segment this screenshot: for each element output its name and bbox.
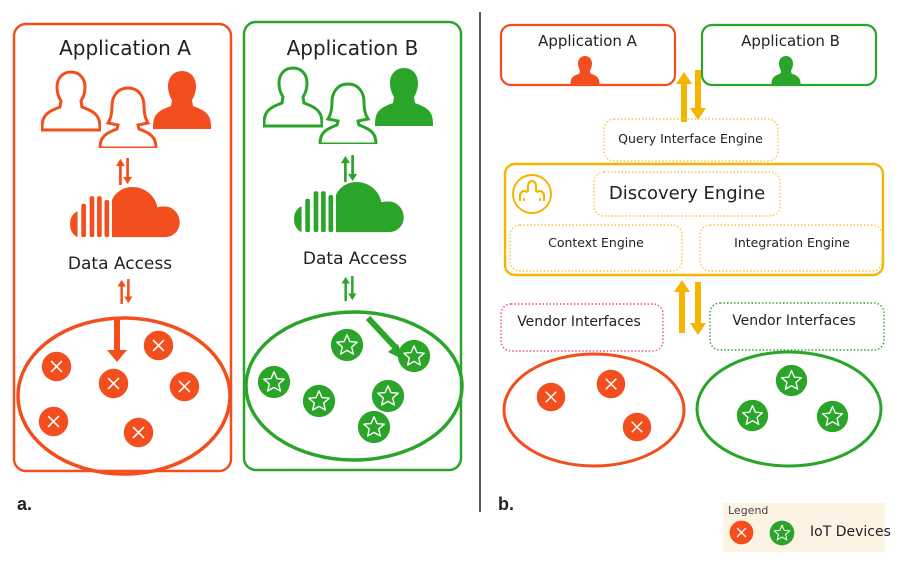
panel-a-label: a. [17, 494, 33, 514]
x-device-icon [536, 382, 566, 412]
app-b-user-icon [771, 56, 801, 85]
app-a-sync-arrow-icon [115, 158, 133, 185]
app-a-data-access-label: Data Access [67, 254, 173, 274]
star-device-icon [775, 364, 808, 397]
discovery-engine-box [503, 162, 885, 277]
app-a-users-icon [41, 70, 211, 148]
star-device-icon [397, 339, 431, 373]
star-device-icon [769, 520, 795, 546]
star-device-icon [330, 328, 364, 362]
devices-b-group [695, 350, 883, 468]
app-b-sync-arrow-icon [340, 155, 358, 182]
integration-engine-label: Integration Engine [734, 235, 850, 250]
x-device-icon [596, 369, 626, 399]
x-device-icon [38, 406, 69, 437]
star-device-icon [302, 384, 336, 418]
context-engine-box [509, 224, 683, 272]
integration-engine-box [699, 224, 883, 272]
discovery-logo-icon [512, 174, 552, 214]
app-a-cloud-icon [70, 187, 180, 238]
x-device-icon [123, 417, 154, 448]
app-a-title: Application A [59, 36, 191, 60]
star-device-icon [371, 379, 405, 413]
app-b-data-access-label: Data Access [302, 249, 408, 269]
vendor-interfaces-b-label: Vendor Interfaces [732, 313, 856, 329]
x-device-icon [143, 330, 174, 361]
x-device-icon [41, 351, 72, 382]
star-device-icon [257, 365, 291, 399]
x-device-icon [622, 412, 652, 442]
app-b-panel [242, 20, 464, 472]
app-a-panel [12, 22, 233, 476]
panel-b [499, 23, 885, 468]
panel-b-label: b. [498, 494, 514, 514]
star-device-icon [816, 400, 849, 433]
b-app-b-title: Application B [741, 32, 840, 50]
legend-title: Legend [728, 504, 769, 517]
legend-icons [729, 520, 795, 546]
b-app-a-title: Application A [538, 32, 637, 50]
vendor-interfaces-a-label: Vendor Interfaces [517, 314, 641, 330]
app-b-devices [257, 328, 431, 444]
discovery-engine-label: Discovery Engine [608, 183, 766, 204]
query-arrow-icon [676, 70, 706, 122]
app-a-box [499, 23, 677, 87]
app-b-title: Application B [286, 36, 419, 60]
vendor-interfaces-a-box [500, 303, 664, 352]
discovery-title-box [593, 171, 781, 217]
app-b-device-group [244, 310, 464, 462]
x-device-icon [98, 368, 129, 399]
legend-iot-devices-label: IoT Devices [810, 524, 891, 540]
app-b-box [700, 23, 878, 87]
vendor-arrow-icon [674, 280, 706, 335]
x-device-icon [729, 520, 754, 545]
query-interface-label: Query Interface Engine [618, 131, 763, 146]
app-a-sync-arrow-2-icon [116, 279, 134, 304]
star-device-icon [357, 410, 391, 444]
app-a-device-group [16, 316, 232, 476]
app-b-cloud-icon [294, 182, 404, 233]
vendor-interfaces-b-box [709, 302, 885, 351]
app-b-users-icon [263, 66, 433, 144]
context-engine-label: Context Engine [548, 235, 644, 250]
devices-a-group [502, 352, 686, 468]
star-device-icon [736, 399, 769, 432]
query-interface-box [603, 118, 779, 162]
app-a-user-icon [570, 56, 600, 85]
x-device-icon [169, 371, 200, 402]
app-b-sync-arrow-2-icon [340, 276, 358, 301]
app-a-access-arrow-icon [107, 350, 127, 362]
